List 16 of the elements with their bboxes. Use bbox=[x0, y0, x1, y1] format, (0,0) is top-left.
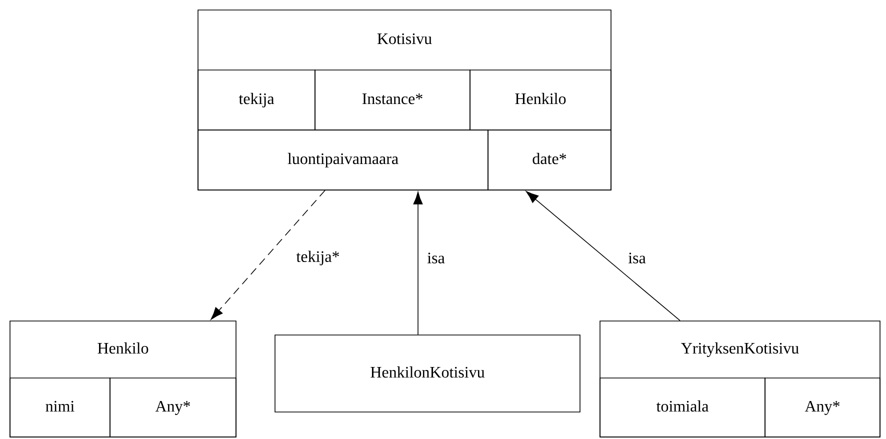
attribute-cell: date* bbox=[488, 130, 612, 190]
attribute-cell: tekija bbox=[198, 70, 316, 130]
edge-label: tekija* bbox=[295, 250, 341, 266]
attribute-cell: nimi bbox=[10, 378, 110, 438]
attribute-cell: luontipaivamaara bbox=[198, 130, 488, 190]
edge-label: isa bbox=[426, 252, 446, 264]
class-box: HenkilonKotisivu bbox=[274, 334, 580, 412]
attribute-cell: Any* bbox=[110, 378, 236, 438]
arrow bbox=[526, 191, 680, 321]
attribute-cell: Instance* bbox=[314, 70, 470, 130]
arrow bbox=[413, 192, 423, 335]
edge-label: isa bbox=[627, 252, 647, 264]
attribute-cell: Henkilo bbox=[470, 70, 612, 130]
attribute-cell: toimiala bbox=[600, 378, 766, 438]
arrow bbox=[210, 190, 326, 320]
attribute-cell: Any* bbox=[764, 378, 880, 438]
